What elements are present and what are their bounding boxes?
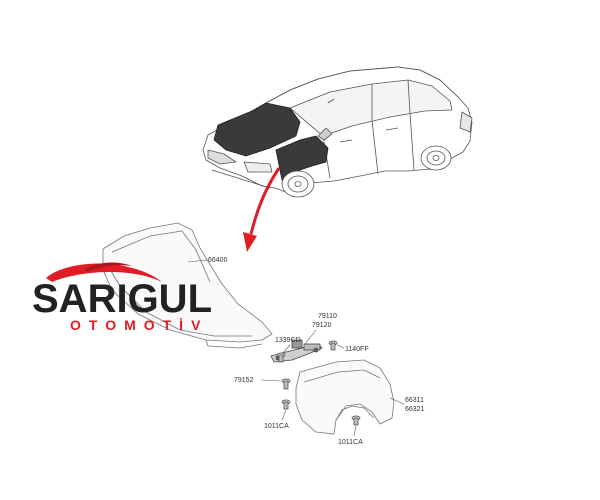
callout-fender-66311: 66311 — [405, 397, 424, 404]
hinge-leader-line — [304, 329, 317, 345]
callout-hinge-lower: 79120 — [312, 322, 332, 329]
clip-left-icon — [281, 399, 291, 410]
bolt-1140ff-leader — [336, 344, 345, 349]
bolt-1339cd-icon — [276, 352, 286, 363]
car-illustration — [202, 66, 473, 198]
callout-bolt-1339cd: 1339CD — [275, 337, 301, 344]
logo-car-swoosh-icon — [46, 263, 162, 282]
clip-right-icon — [351, 415, 361, 426]
fender-part — [295, 359, 395, 435]
callout-fender-66321: 66321 — [405, 406, 425, 413]
logo-car-roof-icon — [84, 262, 132, 272]
callout-bolt-1140ff: 1140FF — [345, 346, 369, 353]
callout-bolt-79152: 79152 — [234, 377, 254, 384]
red-arrow-icon — [243, 167, 281, 252]
bolt-1140ff-icon — [328, 340, 338, 351]
clip-left-leader — [281, 409, 287, 421]
callout-hinge-upper: 79110 — [318, 313, 337, 320]
callout-clip-left: 1011CA — [264, 423, 289, 430]
bolt-79152-icon — [281, 378, 291, 390]
callout-clip-right: 1011CA — [338, 439, 363, 446]
sarigul-logo: SARIGUL OTOMOTİV — [32, 262, 212, 333]
fender-leader-line — [389, 397, 405, 405]
callout-hood: 66400 — [208, 257, 228, 264]
hood-leader-line — [187, 259, 208, 263]
bolt-79152-leader — [260, 379, 282, 382]
bolt-1339cd-leader — [282, 344, 291, 354]
clip-right-leader — [353, 425, 357, 437]
logo-brand-text: SARIGUL — [32, 277, 212, 321]
logo-subtitle-text: OTOMOTİV — [70, 317, 208, 333]
